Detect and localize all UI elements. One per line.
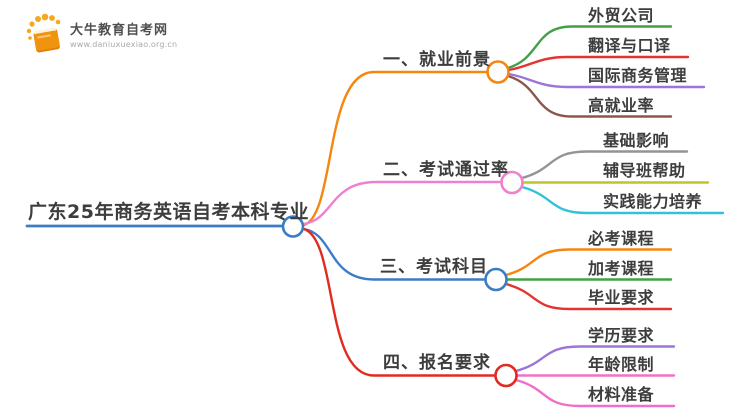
leaf-4-2-label: 年龄限制	[588, 355, 655, 374]
logo[interactable]: 大牛教育自考网 www.daniuxuexiao.org.cn	[25, 12, 177, 56]
connector-leaf-1-1	[506, 25, 673, 70]
connector-leaf-4-3	[514, 378, 676, 408]
connector-branch-4	[302, 227, 497, 377]
branch-2-node-circle	[500, 170, 524, 195]
leaf-3-3-label: 毕业要求	[588, 288, 655, 307]
leaf-2-1-label: 基础影响	[603, 131, 670, 150]
branch-2-label: 二、考试通过率	[383, 160, 509, 180]
leaf-1-4-label: 高就业率	[588, 96, 655, 115]
connector-leaf-2-3	[520, 185, 725, 215]
connector-leaf-3-1	[504, 248, 673, 277]
branch-3-node-circle	[484, 267, 508, 292]
root-node-label: 广东25年商务英语自考本科专业	[28, 201, 309, 223]
logo-text: 大牛教育自考网 www.daniuxuexiao.org.cn	[70, 19, 177, 49]
root-node-circle	[281, 215, 305, 238]
leaf-1-3-label: 国际商务管理	[588, 66, 688, 85]
connector-leaf-3-3	[504, 282, 673, 311]
connector-leaf-1-3	[507, 72, 706, 89]
connector-leaf-2-1	[520, 150, 689, 180]
connector-branch-1	[302, 70, 489, 227]
leaf-1-1-label: 外贸公司	[588, 6, 655, 25]
logo-title: 大牛教育自考网	[70, 23, 169, 38]
logo-url: www.daniuxuexiao.org.cn	[70, 40, 178, 49]
leaf-1-2-label: 翻译与口译	[588, 36, 671, 55]
leaf-3-2-label: 加考课程	[588, 259, 655, 278]
connector-leaf-1-4	[506, 74, 673, 118]
leaf-2-3-label: 实践能力培养	[603, 192, 703, 211]
book-icon	[26, 13, 61, 53]
branch-4-label: 四、报名要求	[383, 353, 491, 373]
branch-3-label: 三、考试科目	[380, 257, 488, 277]
connector-branch-2	[302, 180, 503, 226]
branch-4-node-circle	[494, 363, 518, 388]
connector-leaf-4-1	[514, 345, 676, 373]
branch-1-node-circle	[486, 60, 510, 84]
leaf-2-2-label: 辅导班帮助	[603, 161, 686, 180]
connector-branch-3	[302, 227, 487, 281]
branch-1-label: 一、就业前景	[383, 50, 491, 70]
leaf-3-1-label: 必考课程	[588, 229, 655, 248]
leaf-4-3-label: 材料准备	[588, 385, 655, 404]
connector-leaf-1-2	[507, 55, 690, 72]
leaf-4-1-label: 学历要求	[588, 326, 655, 345]
